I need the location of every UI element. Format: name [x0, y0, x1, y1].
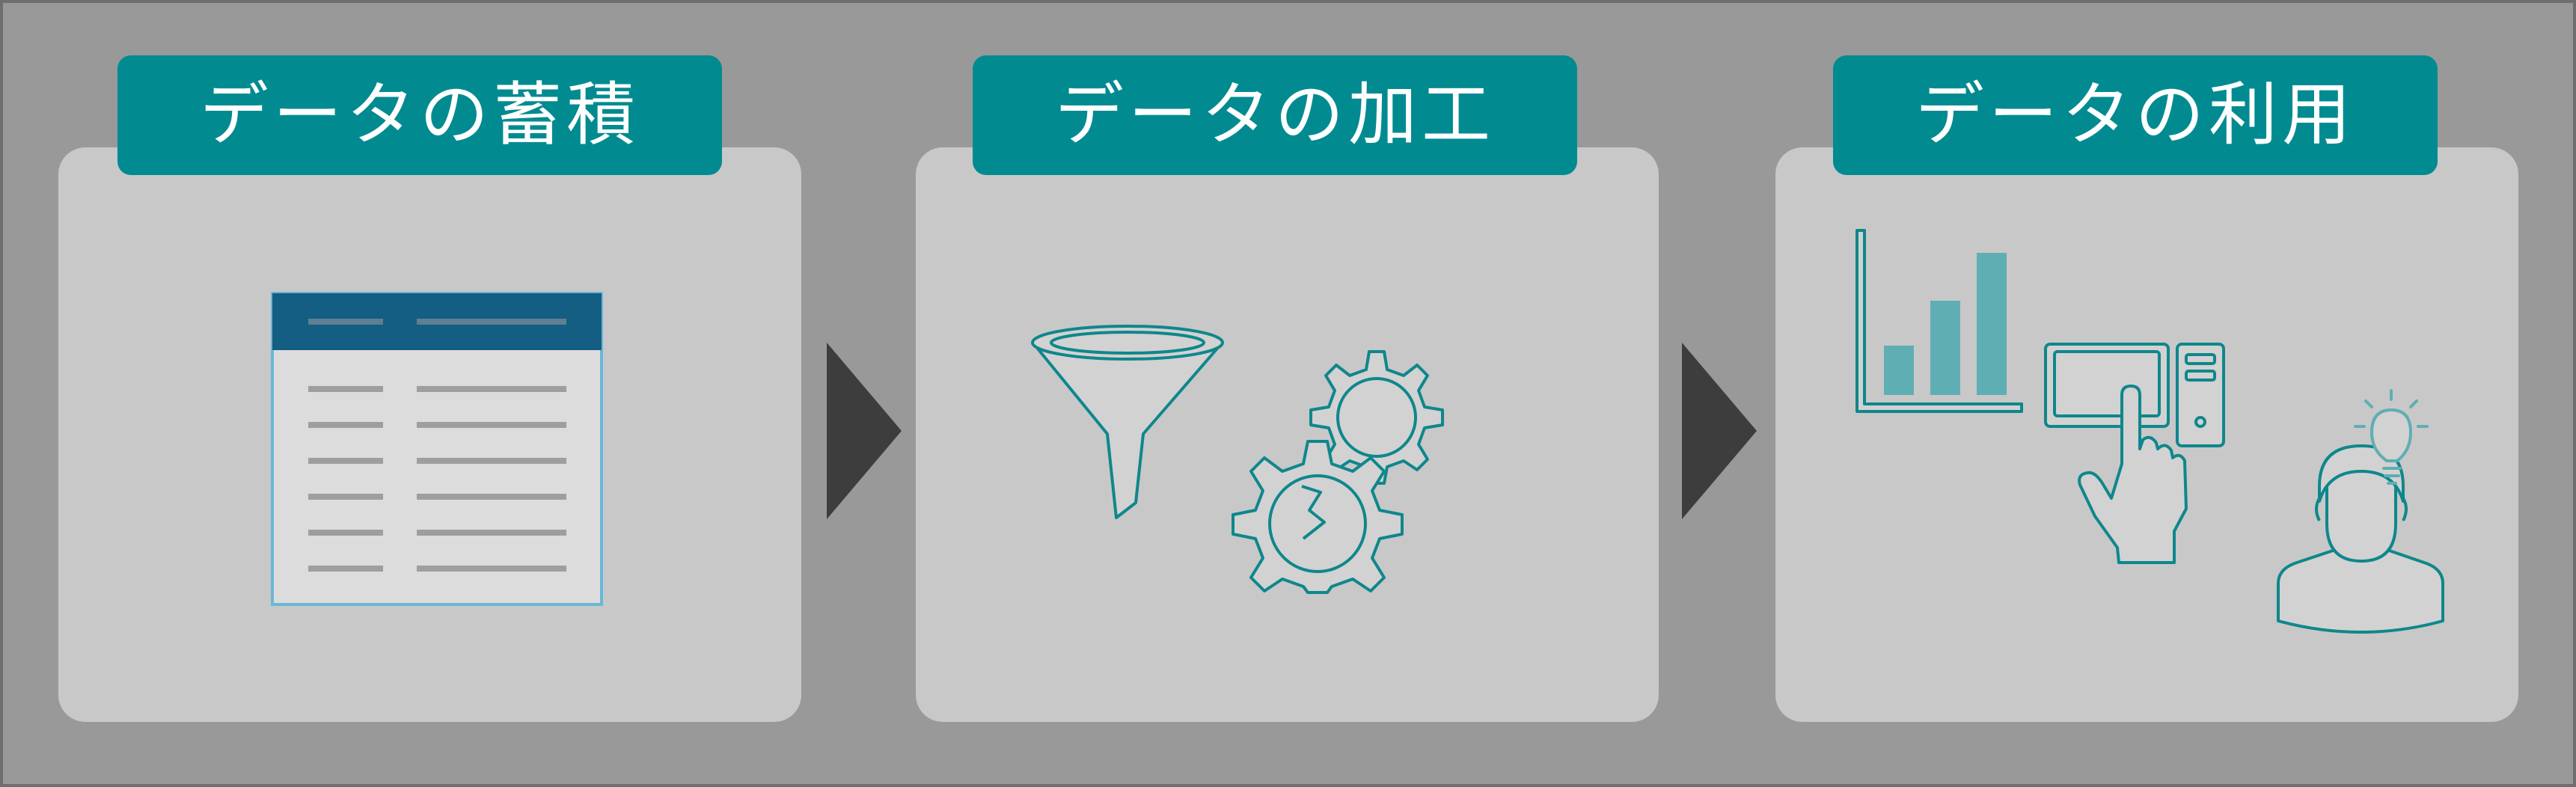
flow-arrow-2	[1682, 343, 1757, 519]
chart-computer-person-icon	[1855, 229, 2444, 634]
step-panel-process	[916, 147, 1659, 722]
table-icon	[271, 292, 603, 606]
funnel-gears-icon	[1031, 325, 1444, 594]
step-title-accumulate: データの蓄積	[117, 55, 722, 175]
step-title-utilize: データの利用	[1833, 55, 2438, 175]
step-title-process: データの加工	[973, 55, 1577, 175]
flow-arrow-1	[827, 343, 902, 519]
